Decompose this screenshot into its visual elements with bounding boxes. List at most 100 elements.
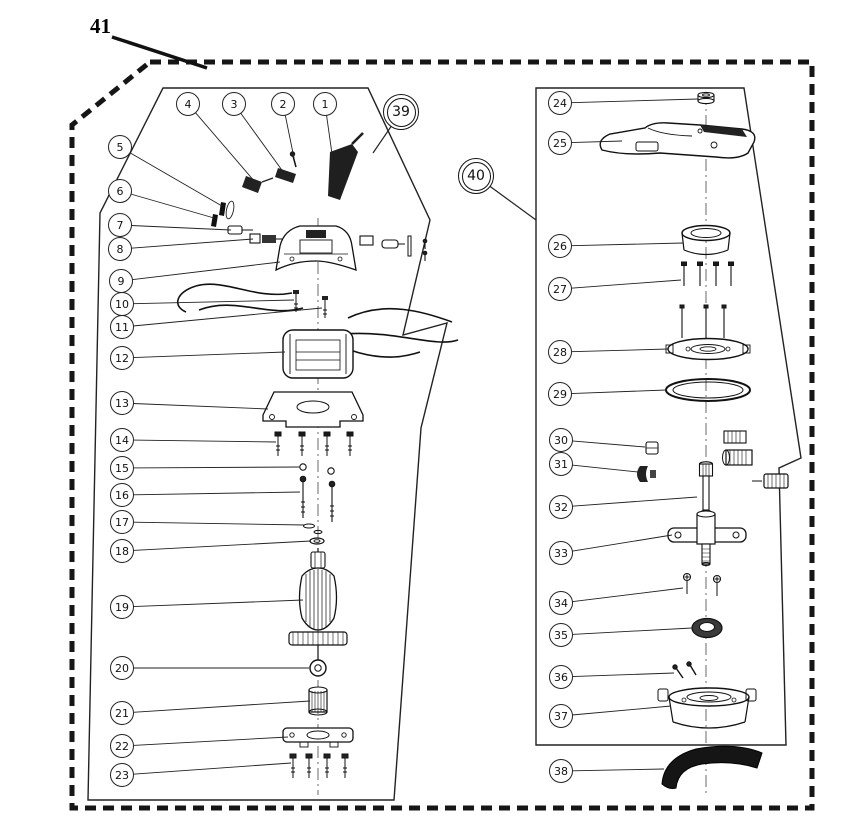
- part-22-bearing-plate: [282, 727, 354, 748]
- leader-line-13: [132, 403, 269, 410]
- callout-26: 26: [548, 234, 572, 258]
- callout-21: 21: [110, 701, 134, 725]
- callout-24: 24: [548, 91, 572, 115]
- leader-line-3: [240, 112, 285, 174]
- leader-line-10: [132, 299, 295, 305]
- callout-29: 29: [548, 382, 572, 406]
- leader-line-12: [132, 351, 286, 359]
- part-3-lever: [275, 168, 296, 183]
- callout-7: 7: [108, 213, 132, 237]
- part-17-washers: [303, 523, 323, 535]
- panel-label-leader-40: [489, 185, 537, 221]
- leader-line-5: [129, 152, 223, 207]
- leader-line-15: [132, 466, 301, 469]
- callout-19: 19: [110, 595, 134, 619]
- part-25-handle-housing: [599, 122, 756, 159]
- part-38-wheel-guard: [661, 745, 763, 789]
- callout-15: 15: [110, 456, 134, 480]
- part-14-housing-screws: [274, 431, 354, 456]
- callout-4: 4: [176, 92, 200, 116]
- callout-20: 20: [110, 656, 134, 680]
- callout-11: 11: [110, 315, 134, 339]
- part-18-bearing-small: [309, 537, 325, 545]
- part-6-pin: [211, 214, 218, 227]
- outer-label-leader: [111, 35, 208, 70]
- part-9-side-brush-and-pins: [359, 235, 428, 261]
- callout-35: 35: [549, 623, 573, 647]
- outer-border-label: 41: [90, 14, 111, 38]
- leader-line-4: [194, 112, 256, 183]
- callout-12: 12: [110, 346, 134, 370]
- callout-5: 5: [108, 135, 132, 159]
- callout-36: 36: [549, 665, 573, 689]
- part-35-ball-bearing: [691, 617, 723, 639]
- part-1-switch-trigger: [328, 132, 364, 200]
- part-31-clip: [637, 466, 656, 482]
- part-28-flange-plate: [665, 337, 751, 361]
- outer-dashed-border: [69, 59, 815, 811]
- leader-line-1: [326, 114, 335, 169]
- part-27-cap-screws: [679, 261, 734, 338]
- callout-22: 22: [110, 734, 134, 758]
- part-37-gear-case-base: [657, 687, 757, 729]
- leader-line-34: [571, 587, 684, 603]
- callout-14: 14: [110, 428, 134, 452]
- part-21-pinion-gear: [308, 686, 328, 716]
- leader-line-26: [570, 242, 684, 247]
- part-20-bearing: [309, 659, 327, 677]
- callout-37: 37: [549, 704, 573, 728]
- callout-3: 3: [222, 92, 246, 116]
- leader-line-22: [132, 736, 289, 746]
- part-13-gear-housing: [262, 391, 364, 428]
- panel-label-leader-39: [372, 125, 392, 154]
- callout-34: 34: [549, 591, 573, 615]
- part-8-brush-holder: [249, 233, 285, 244]
- leader-line-24: [570, 98, 699, 104]
- callout-16: 16: [110, 483, 134, 507]
- callout-1: 1: [313, 92, 337, 116]
- callout-9: 9: [109, 269, 133, 293]
- leader-line-14: [132, 439, 277, 443]
- callout-8: 8: [108, 237, 132, 261]
- leader-line-21: [132, 700, 311, 713]
- callout-17: 17: [110, 510, 134, 534]
- part-11-screw: [322, 296, 328, 318]
- part-15-washers: [299, 463, 335, 475]
- leader-line-30: [571, 440, 646, 448]
- part-36-small-screws: [672, 661, 697, 679]
- leader-line-16: [132, 491, 301, 496]
- leader-line-37: [571, 705, 672, 716]
- part-32-spindle-assembly: [698, 449, 789, 515]
- part-5-pin: [219, 200, 235, 220]
- leader-line-2: [284, 114, 295, 159]
- callout-32: 32: [549, 495, 573, 519]
- callout-2: 2: [271, 92, 295, 116]
- callout-30: 30: [549, 428, 573, 452]
- right-panel-outline: [535, 87, 802, 746]
- callout-23: 23: [110, 763, 134, 787]
- part-12-lead-wires: [176, 283, 459, 358]
- leader-line-32: [571, 496, 698, 507]
- leader-lines: [129, 98, 699, 775]
- callout-10: 10: [110, 292, 134, 316]
- part-19-armature: [288, 548, 348, 660]
- left-panel-outline: [87, 87, 448, 801]
- leader-line-19: [132, 599, 304, 608]
- leader-line-27: [570, 279, 682, 289]
- leader-line-31: [571, 464, 639, 473]
- leader-line-38: [571, 768, 665, 772]
- callout-18: 18: [110, 539, 134, 563]
- callout-38: 38: [549, 759, 573, 783]
- callout-31: 31: [549, 452, 573, 476]
- callout-13: 13: [110, 391, 134, 415]
- part-9-motor-cap: [275, 225, 357, 272]
- leader-line-25: [570, 140, 623, 144]
- leader-line-9: [131, 261, 281, 281]
- panel-label-40: 40: [458, 158, 494, 194]
- leader-line-8: [130, 238, 254, 249]
- callout-25: 25: [548, 131, 572, 155]
- leader-line-7: [130, 225, 232, 231]
- leader-line-23: [132, 762, 292, 775]
